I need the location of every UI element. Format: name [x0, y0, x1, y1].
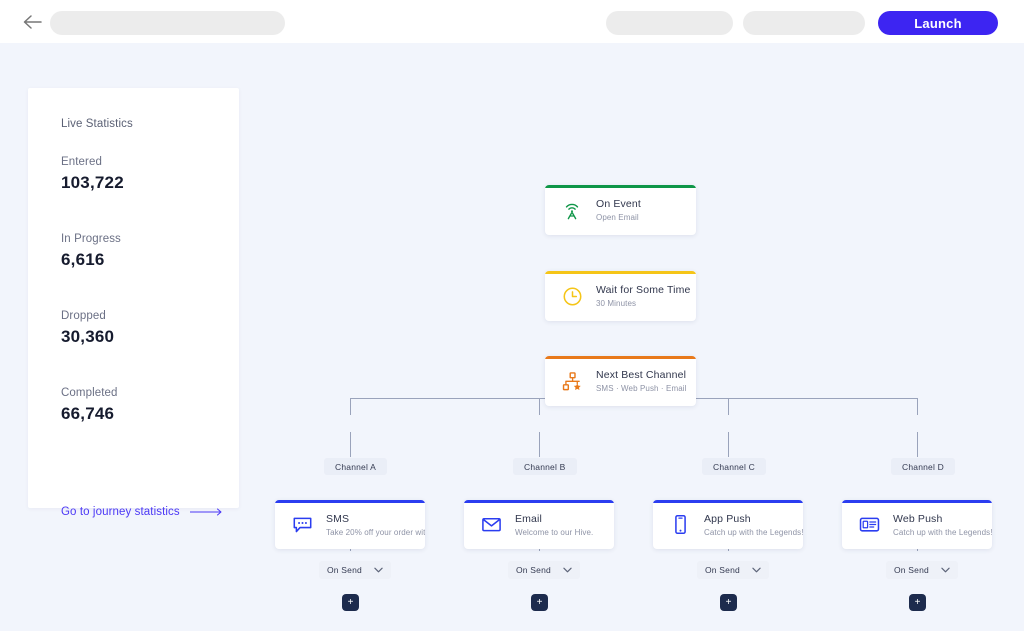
node-subtitle: 30 Minutes [596, 299, 637, 308]
node-accent-bar [842, 500, 992, 503]
journey-name-placeholder[interactable] [50, 11, 285, 35]
connector-channel-a-to-node [350, 432, 351, 457]
add-step-button-c[interactable]: + [720, 594, 737, 611]
connector-channel-b-to-node [539, 432, 540, 457]
node-accent-bar [275, 500, 425, 503]
node-subtitle: Take 20% off your order with code ... [326, 527, 425, 537]
node-subtitle: SMS · Web Push · Email [596, 384, 687, 393]
on-send-dropdown-b[interactable]: On Send [508, 561, 580, 579]
stat-value: 30,360 [61, 327, 115, 346]
on-send-label: On Send [705, 565, 740, 575]
node-title: On Event [596, 198, 641, 210]
connector-channel-c-to-node [728, 432, 729, 457]
channel-pill-a[interactable]: Channel A [324, 458, 388, 475]
chevron-down-icon [563, 567, 572, 573]
panel-title: Live Statistics [61, 118, 133, 130]
node-subtitle: Open Email [596, 213, 639, 222]
connector-bus-to-channel-b [539, 398, 540, 415]
node-app-push[interactable]: App Push Catch up with the Legends! [653, 500, 803, 549]
stat-entered: Entered 103,722 [61, 156, 124, 193]
chevron-down-icon [941, 567, 950, 573]
envelope-icon [478, 512, 504, 538]
toolbar-placeholder-1[interactable] [606, 11, 733, 35]
add-step-button-d[interactable]: + [909, 594, 926, 611]
broadcast-tower-icon [559, 197, 585, 223]
node-accent-bar [464, 500, 614, 503]
go-to-journey-statistics-link[interactable]: Go to journey statistics [61, 506, 224, 518]
long-arrow-right-icon [189, 508, 222, 516]
connector-bus-to-channel-a [350, 398, 351, 415]
connector-bus-to-channel-c [728, 398, 729, 415]
node-sms[interactable]: SMS Take 20% off your order with code ..… [275, 500, 425, 549]
node-title: Web Push [893, 512, 943, 525]
node-text: Wait for Some Time 30 Minutes [596, 284, 691, 308]
stat-value: 66,746 [61, 404, 115, 423]
node-text: App Push Catch up with the Legends! [704, 513, 803, 537]
link-label: Go to journey statistics [61, 506, 180, 518]
on-send-dropdown-d[interactable]: On Send [886, 561, 958, 579]
stat-completed: Completed 66,746 [61, 387, 118, 424]
journey-canvas[interactable]: Live Statistics Entered 103,722 In Progr… [0, 43, 1024, 631]
toolbar-placeholder-2[interactable] [743, 11, 865, 35]
node-title: Email [515, 512, 543, 525]
stat-label: Entered [61, 156, 102, 168]
node-title: Wait for Some Time [596, 284, 691, 296]
branch-hierarchy-icon [559, 368, 585, 394]
stat-value: 103,722 [61, 173, 124, 192]
clock-icon [559, 283, 585, 309]
on-send-label: On Send [516, 565, 551, 575]
node-text: SMS Take 20% off your order with code ..… [326, 513, 425, 537]
on-send-dropdown-c[interactable]: On Send [697, 561, 769, 579]
node-accent-bar [545, 271, 696, 274]
node-title: App Push [704, 512, 751, 525]
node-text: Next Best Channel SMS · Web Push · Email [596, 369, 687, 393]
node-web-push[interactable]: Web Push Catch up with the Legends! [842, 500, 992, 549]
node-wait-for-some-time[interactable]: Wait for Some Time 30 Minutes [545, 271, 696, 321]
node-text: On Event Open Email [596, 198, 641, 222]
node-next-best-channel[interactable]: Next Best Channel SMS · Web Push · Email [545, 356, 696, 406]
node-text: Email Welcome to our Hive. [515, 513, 593, 537]
node-accent-bar [545, 185, 696, 188]
chevron-down-icon [752, 567, 761, 573]
node-on-event[interactable]: On Event Open Email [545, 185, 696, 235]
node-accent-bar [545, 356, 696, 359]
chevron-down-icon [374, 567, 383, 573]
connector-bus-to-channel-d [917, 398, 918, 415]
node-accent-bar [653, 500, 803, 503]
channel-pill-c[interactable]: Channel C [702, 458, 766, 475]
add-step-button-b[interactable]: + [531, 594, 548, 611]
node-title: SMS [326, 512, 350, 525]
launch-button[interactable]: Launch [878, 11, 998, 35]
stat-dropped: Dropped 30,360 [61, 310, 114, 347]
back-button[interactable] [20, 12, 44, 32]
node-title: Next Best Channel [596, 369, 687, 381]
node-subtitle: Catch up with the Legends! [893, 527, 992, 537]
web-push-window-icon [856, 512, 882, 538]
connector-channel-d-to-node [917, 432, 918, 457]
top-bar: Launch [0, 0, 1024, 43]
node-subtitle: Catch up with the Legends! [704, 527, 803, 537]
live-statistics-panel: Live Statistics Entered 103,722 In Progr… [28, 88, 239, 518]
sms-bubble-icon [289, 512, 315, 538]
stat-in-progress: In Progress 6,616 [61, 233, 121, 270]
stat-label: Dropped [61, 310, 106, 322]
stat-value: 6,616 [61, 250, 105, 269]
on-send-label: On Send [327, 565, 362, 575]
stat-label: Completed [61, 387, 118, 399]
mobile-phone-icon [667, 512, 693, 538]
node-subtitle: Welcome to our Hive. [515, 527, 594, 537]
channel-pill-b[interactable]: Channel B [513, 458, 577, 475]
node-email[interactable]: Email Welcome to our Hive. [464, 500, 614, 549]
add-step-button-a[interactable]: + [342, 594, 359, 611]
on-send-dropdown-a[interactable]: On Send [319, 561, 391, 579]
stat-label: In Progress [61, 233, 121, 245]
node-text: Web Push Catch up with the Legends! [893, 513, 992, 537]
back-arrow-icon [23, 15, 42, 29]
on-send-label: On Send [894, 565, 929, 575]
channel-pill-d[interactable]: Channel D [891, 458, 955, 475]
